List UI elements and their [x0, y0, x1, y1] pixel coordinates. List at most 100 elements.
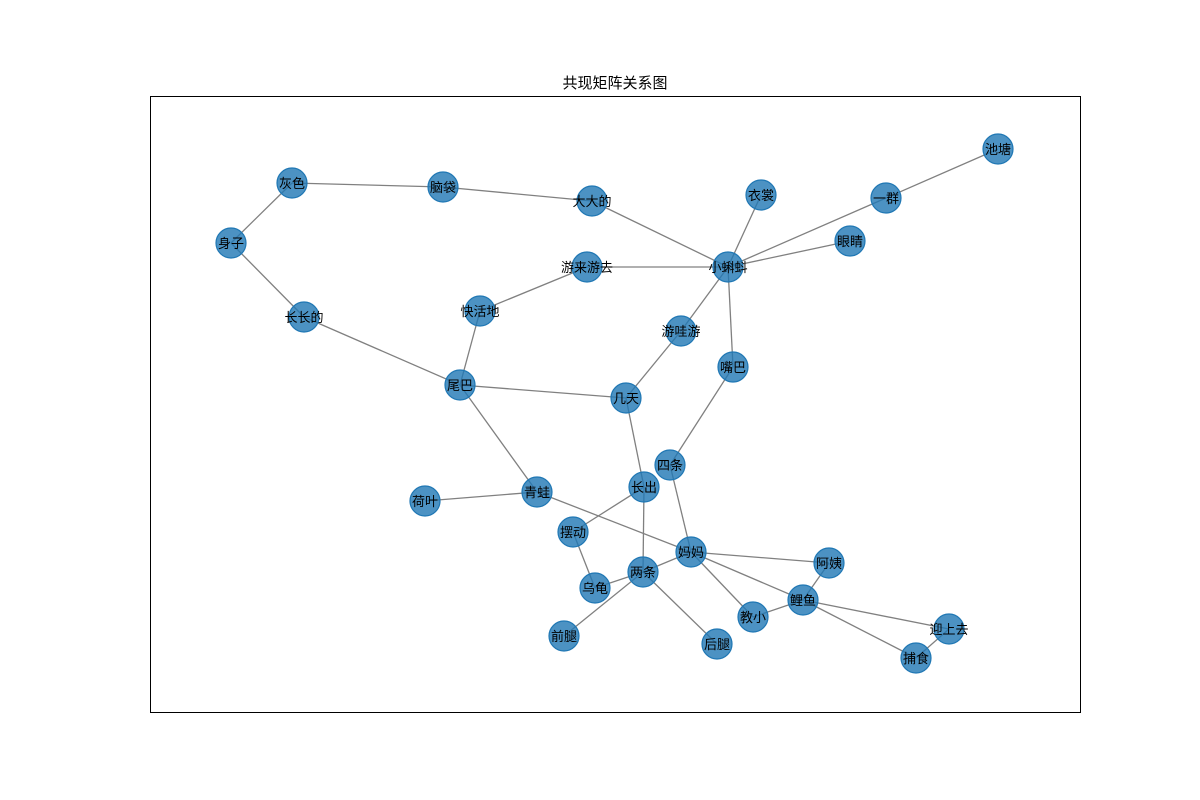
node-label: 长出: [631, 481, 657, 496]
node-circle: [834, 225, 866, 257]
node-circle: [665, 315, 697, 347]
edge-9: [303, 316, 461, 386]
node-4[interactable]: 脑袋: [427, 171, 459, 203]
node-label: 灰色: [279, 176, 305, 192]
edge-8: [230, 242, 305, 318]
node-28[interactable]: 前腿: [548, 620, 580, 652]
node-label: 长长的: [284, 310, 323, 326]
node-label: 阿姨: [816, 557, 842, 572]
node-circle: [737, 601, 769, 633]
node-circle: [933, 613, 965, 645]
edge-11: [479, 266, 588, 312]
node-label: 鲤鱼: [790, 593, 816, 609]
node-circle: [701, 628, 733, 660]
node-circle: [900, 642, 932, 674]
node-label: 两条: [630, 565, 656, 581]
node-label: 摆动: [560, 526, 586, 541]
node-25[interactable]: 鲤鱼: [787, 584, 819, 616]
node-circle: [521, 476, 553, 508]
node-10[interactable]: 长长的: [284, 301, 324, 333]
node-label: 妈妈: [678, 546, 704, 561]
edge-5: [442, 186, 593, 202]
node-29[interactable]: 后腿: [701, 628, 733, 660]
node-8[interactable]: 游来游去: [561, 251, 613, 283]
node-label: 池塘: [985, 142, 1011, 158]
edges-layer: [230, 148, 999, 659]
node-circle: [745, 179, 777, 211]
edge-32: [690, 551, 804, 601]
node-label: 捕食: [903, 651, 929, 667]
node-label: 嘴巴: [720, 361, 746, 376]
node-label: 后腿: [704, 638, 730, 653]
node-24[interactable]: 乌龟: [579, 572, 611, 604]
node-26[interactable]: 教小: [737, 601, 769, 633]
node-circle: [675, 536, 707, 568]
node-circle: [557, 516, 589, 548]
edge-19: [669, 366, 734, 466]
node-label: 教小: [740, 610, 766, 626]
node-circle: [712, 251, 744, 283]
node-17[interactable]: 长出: [628, 471, 660, 503]
node-label: 几天: [613, 392, 639, 407]
node-label: 荷叶: [412, 495, 438, 510]
node-18[interactable]: 荷叶: [409, 485, 441, 517]
node-circle: [288, 301, 320, 333]
node-label: 四条: [657, 458, 683, 474]
node-label: 前腿: [551, 629, 577, 645]
edge-4: [591, 200, 729, 268]
plot-frame: [150, 96, 1081, 713]
node-circle: [576, 185, 608, 217]
node-circle: [627, 556, 659, 588]
edge-30: [690, 551, 830, 564]
node-0[interactable]: 池塘: [982, 133, 1014, 165]
edge-6: [291, 182, 444, 188]
edge-3: [727, 240, 851, 268]
node-circle: [982, 133, 1014, 165]
node-5[interactable]: 大大的: [572, 185, 612, 217]
node-16[interactable]: 四条: [654, 449, 686, 481]
chart-title: 共现矩阵关系图: [562, 74, 667, 92]
edge-23: [424, 491, 538, 502]
node-label: 游来游去: [561, 261, 613, 276]
node-9[interactable]: 小蝌蚪: [708, 251, 748, 283]
node-12[interactable]: 游哇游: [661, 315, 701, 347]
node-label: 大大的: [572, 194, 611, 210]
node-label: 眼睛: [837, 235, 863, 250]
node-circle: [610, 382, 642, 414]
node-circle: [444, 369, 476, 401]
node-circle: [464, 295, 496, 327]
edge-1: [727, 197, 887, 268]
node-label: 游哇游: [661, 325, 700, 340]
node-7[interactable]: 眼睛: [834, 225, 866, 257]
node-2[interactable]: 一群: [870, 182, 902, 214]
node-20[interactable]: 摆动: [557, 516, 589, 548]
node-11[interactable]: 快活地: [460, 295, 500, 327]
edge-36: [802, 599, 917, 659]
node-circle: [548, 620, 580, 652]
node-label: 尾巴: [447, 379, 473, 394]
node-label: 一群: [873, 192, 899, 207]
edge-24: [536, 491, 692, 553]
node-circle: [427, 171, 459, 203]
node-circle: [717, 351, 749, 383]
edge-28: [642, 571, 718, 645]
node-13[interactable]: 嘴巴: [717, 351, 749, 383]
node-6[interactable]: 身子: [215, 227, 247, 259]
node-1[interactable]: 衣裳: [745, 179, 777, 211]
node-label: 迎上去: [929, 623, 968, 638]
edge-17: [459, 384, 538, 493]
node-21[interactable]: 妈妈: [675, 536, 707, 568]
node-27[interactable]: 迎上去: [929, 613, 969, 645]
node-3[interactable]: 灰色: [276, 167, 308, 199]
node-circle: [579, 572, 611, 604]
node-30[interactable]: 捕食: [900, 642, 932, 674]
node-15[interactable]: 几天: [610, 382, 642, 414]
node-circle: [870, 182, 902, 214]
edge-0: [885, 148, 999, 199]
node-19[interactable]: 青蛙: [521, 476, 553, 508]
node-label: 乌龟: [582, 581, 608, 597]
node-22[interactable]: 阿姨: [813, 547, 845, 579]
node-23[interactable]: 两条: [627, 556, 659, 588]
node-14[interactable]: 尾巴: [444, 369, 476, 401]
